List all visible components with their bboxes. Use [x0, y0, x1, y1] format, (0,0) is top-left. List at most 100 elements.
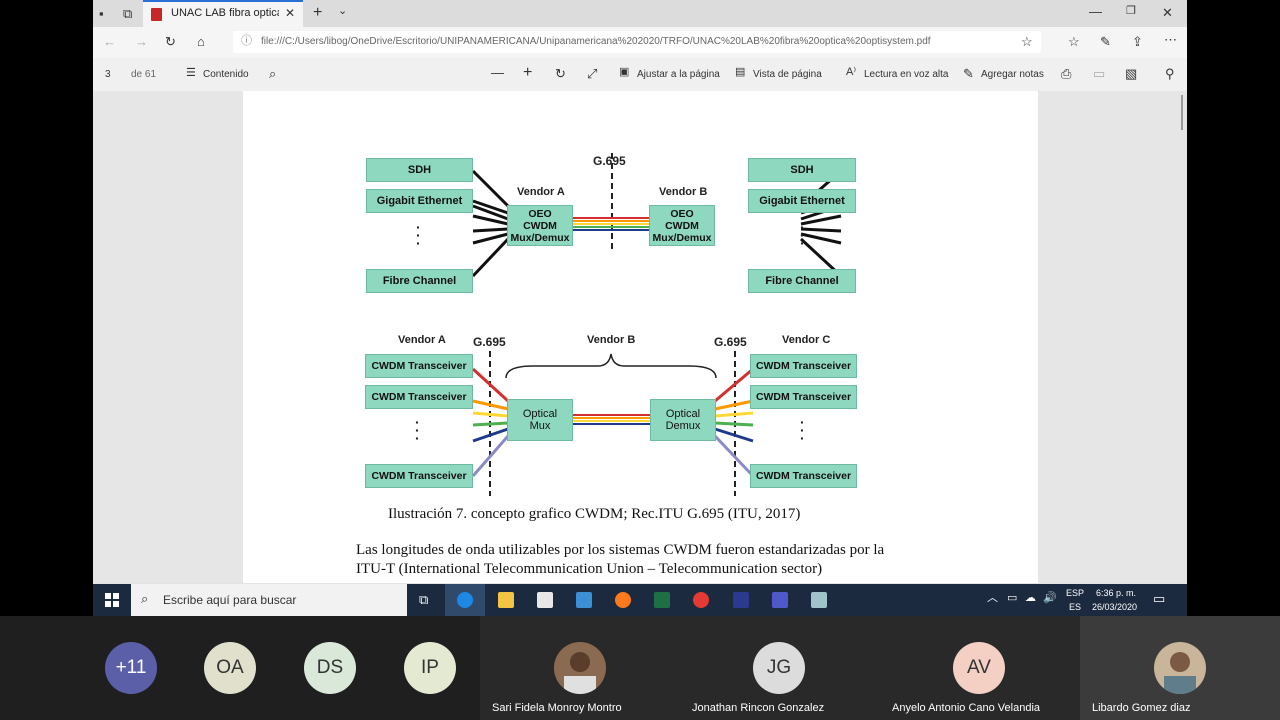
pdf-toolbar: 3 de 61 ☰ Contenido ⌕ — + ↻ ⤢ ▣ Ajustar … — [93, 58, 1187, 92]
taskbar-search[interactable]: ⌕ Escribe aquí para buscar — [131, 584, 407, 616]
address-bar-row: ← → ↻ ⌂ ⓘ file:///C:/Users/libog/OneDriv… — [93, 27, 1187, 58]
g695-label-bottom-right: G.695 — [714, 335, 747, 349]
close-tab-icon[interactable]: ✕ — [285, 6, 296, 20]
browser-window: ▪ ⧉ UNAC LAB fibra optica o ✕ + ⌄ — ❐ ✕ … — [93, 0, 1187, 616]
volume-icon[interactable]: 🔊 — [1043, 592, 1057, 604]
participant-tile-active[interactable]: Libardo Gomez diaz — [1080, 616, 1280, 720]
participant-avatar[interactable]: DS — [304, 642, 356, 694]
chevron-up-icon[interactable]: ︿ — [987, 592, 998, 604]
cwdm-transceiver-right-2: CWDM Transceiver — [750, 385, 857, 409]
edge-taskbar-item-active[interactable] — [445, 584, 485, 616]
page-view-button[interactable]: Vista de página — [753, 69, 822, 80]
gigabit-ethernet-box-right: Gigabit Ethernet — [748, 189, 856, 213]
gigabit-ethernet-box-left: Gigabit Ethernet — [366, 189, 473, 213]
vertical-ellipsis-left: ··· — [416, 219, 421, 251]
fullscreen-icon[interactable]: ⤢ — [587, 66, 598, 81]
cwdm-transceiver-left-2: CWDM Transceiver — [365, 385, 473, 409]
mail-icon[interactable] — [576, 592, 592, 608]
participant-avatar: JG — [753, 642, 805, 694]
diagram-lines — [471, 153, 843, 496]
save-as-icon[interactable]: ▧ — [1125, 66, 1138, 81]
excel-icon[interactable] — [654, 592, 670, 608]
clock-time[interactable]: 6:36 p. m. — [1096, 588, 1137, 598]
file-explorer-icon[interactable] — [498, 592, 514, 608]
windows-start-icon[interactable] — [105, 593, 119, 607]
minimize-icon[interactable]: — — [1089, 4, 1102, 19]
zoom-out-icon[interactable]: — — [491, 65, 504, 80]
task-view-icon[interactable]: ⧉ — [419, 592, 429, 607]
firefox-icon[interactable] — [615, 592, 631, 608]
participant-tile[interactable]: JG Jonathan Rincon Gonzalez — [680, 616, 880, 720]
fit-page-icon: ▣ — [619, 66, 630, 78]
notifications-icon[interactable]: ▭ — [1153, 591, 1166, 606]
search-icon[interactable]: ⌕ — [269, 66, 277, 81]
participant-tile[interactable]: AV Anyelo Antonio Cano Velandia — [880, 616, 1080, 720]
battery-icon[interactable]: ▭ — [1007, 592, 1018, 604]
vertical-ellipsis-right: ··· — [800, 219, 805, 251]
read-aloud-button[interactable]: Lectura en voz alta — [864, 69, 949, 80]
close-window-icon[interactable]: ✕ — [1162, 5, 1173, 20]
new-tab-icon[interactable]: + — [313, 4, 323, 21]
store-icon[interactable] — [537, 592, 553, 608]
meeting-participants-strip: +11 OA DS IP Sari Fidela Monroy Montro J… — [0, 616, 1280, 720]
zoom-in-icon[interactable]: + — [523, 64, 533, 81]
language-primary[interactable]: ESP — [1066, 588, 1085, 598]
more-icon[interactable]: ⋯ — [1164, 32, 1177, 47]
overflow-participants-button[interactable]: +11 — [105, 642, 157, 694]
tab-actions-icon[interactable]: ▪ — [99, 6, 104, 21]
tab-title: UNAC LAB fibra optica o — [171, 7, 279, 19]
share-icon[interactable]: ⇪ — [1132, 34, 1143, 49]
restore-icon[interactable]: ❐ — [1126, 5, 1136, 17]
optisystem-icon[interactable] — [811, 592, 827, 608]
page-number-input[interactable]: 3 — [105, 69, 111, 80]
favorites-icon[interactable]: ☆ — [1068, 34, 1080, 49]
save-icon[interactable]: ▭ — [1093, 66, 1106, 81]
tabs-aside-icon[interactable]: ⧉ — [123, 6, 133, 21]
teams-icon[interactable] — [772, 592, 788, 608]
cwdm-transceiver-left-1: CWDM Transceiver — [365, 354, 473, 378]
participant-name: Libardo Gomez diaz — [1092, 702, 1191, 714]
fibre-channel-box-right: Fibre Channel — [748, 269, 856, 293]
participant-photo — [554, 642, 606, 694]
contents-button[interactable]: Contenido — [203, 69, 249, 80]
favorite-star-icon[interactable]: ☆ — [1021, 34, 1033, 49]
vendor-a-label-top: Vendor A — [517, 186, 565, 198]
refresh-icon[interactable]: ↻ — [165, 34, 176, 49]
notes-pen-icon: ✎ — [963, 66, 974, 81]
paragraph-line-1: Las longitudes de onda utilizables por l… — [356, 542, 885, 558]
app-icon[interactable] — [733, 592, 749, 608]
clock-date[interactable]: 26/03/2020 — [1092, 602, 1138, 612]
language-secondary[interactable]: ES — [1069, 602, 1082, 612]
chrome-icon[interactable] — [693, 592, 709, 608]
pdf-viewer[interactable]: G.695 Vendor A Vendor B SDH Gigabit Ethe… — [93, 91, 1187, 583]
add-notes-button[interactable]: Agregar notas — [981, 69, 1044, 80]
print-icon[interactable]: ⎙ — [1061, 66, 1072, 81]
participant-avatar[interactable]: OA — [204, 642, 256, 694]
back-icon[interactable]: ← — [103, 34, 116, 49]
network-icon[interactable]: ☁ — [1025, 592, 1036, 604]
contents-icon: ☰ — [186, 67, 196, 79]
cwdm-transceiver-right-1: CWDM Transceiver — [750, 354, 857, 378]
url-field[interactable]: ⓘ file:///C:/Users/libog/OneDrive/Escrit… — [233, 31, 1041, 53]
home-icon[interactable]: ⌂ — [197, 34, 205, 49]
fit-page-button[interactable]: Ajustar a la página — [637, 69, 720, 80]
paragraph-line-2: ITU-T (International Telecommunication U… — [356, 561, 823, 577]
chevron-down-icon[interactable]: ⌄ — [338, 5, 348, 17]
forward-icon[interactable]: → — [135, 34, 148, 49]
windows-taskbar: ⌕ Escribe aquí para buscar ⧉ ︿ ▭ ☁ 🔊 ESP… — [93, 584, 1187, 616]
scrollbar-thumb[interactable] — [1181, 95, 1183, 130]
vendor-c-label-bottom: Vendor C — [782, 334, 831, 346]
pin-icon[interactable]: ⚲ — [1165, 66, 1175, 81]
rotate-icon[interactable]: ↻ — [555, 66, 566, 81]
search-placeholder: Escribe aquí para buscar — [163, 593, 297, 607]
participant-tile[interactable]: Sari Fidela Monroy Montro — [480, 616, 680, 720]
cwdm-transceiver-right-3: CWDM Transceiver — [750, 464, 857, 488]
tab-active[interactable]: UNAC LAB fibra optica o ✕ — [143, 0, 303, 27]
participant-avatar[interactable]: IP — [404, 642, 456, 694]
participant-name: Anyelo Antonio Cano Velandia — [892, 702, 1041, 714]
oeo-mux-box-a: OEO CWDM Mux/Demux — [507, 205, 573, 246]
optical-mux-box: Optical Mux — [507, 399, 573, 441]
tab-bar: ▪ ⧉ UNAC LAB fibra optica o ✕ + ⌄ — ❐ ✕ — [93, 0, 1187, 27]
pen-icon[interactable]: ✎ — [1100, 34, 1111, 49]
participant-avatar: AV — [953, 642, 1005, 694]
